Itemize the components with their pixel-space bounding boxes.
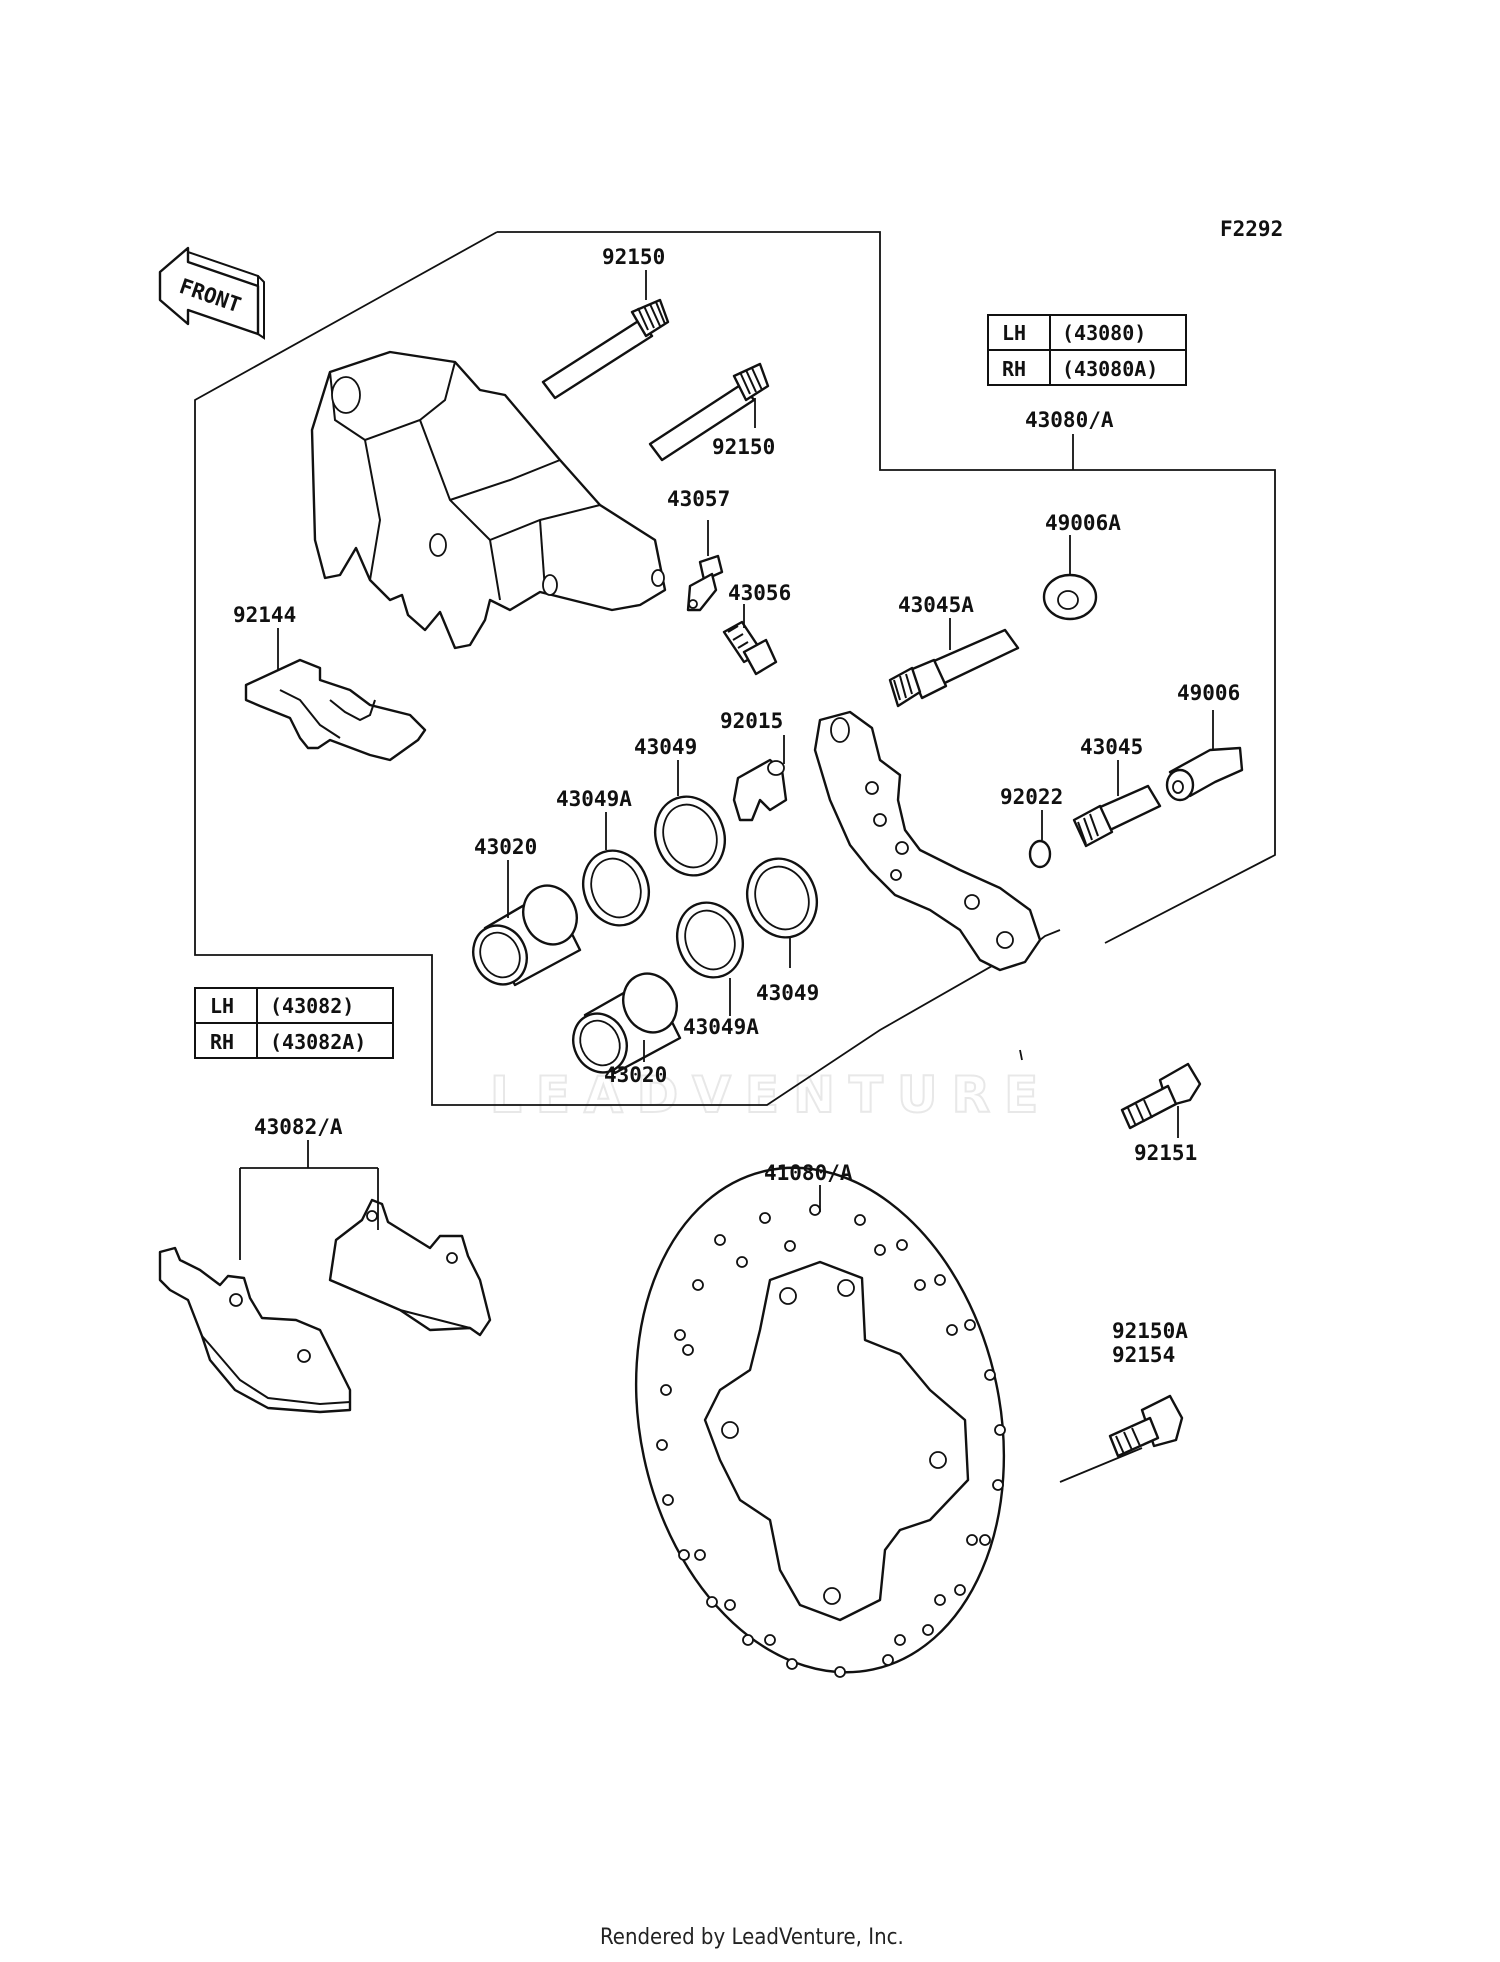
label-43049a-top: 43049A: [556, 787, 632, 811]
pads-side-table: LH (43082) RH (43082A): [194, 987, 394, 1059]
pads-table-lh-part: (43082): [270, 994, 354, 1018]
pads-table-lh-side: LH: [210, 994, 234, 1018]
pad-spring: [244, 658, 427, 762]
piston-43020-upper: [472, 884, 582, 987]
bolt-92151: [1120, 1062, 1202, 1130]
leader-lines: [239, 270, 1214, 1483]
label-43020-bot: 43020: [604, 1063, 667, 1087]
caliper-body: [310, 350, 667, 650]
washer-92022: [1028, 839, 1052, 869]
label-41080a: 41080/A: [764, 1161, 853, 1185]
seal-43049a-lower: [676, 901, 744, 979]
figure-code: F2292: [1220, 217, 1283, 241]
label-92154: 92154: [1112, 1343, 1175, 1367]
caliper-side-table: LH (43080) RH (43080A): [987, 314, 1187, 386]
label-43049-top: 43049: [634, 735, 697, 759]
label-92015: 92015: [720, 709, 783, 733]
boot-49006: [1165, 746, 1244, 802]
label-43056: 43056: [728, 581, 791, 605]
footer-credit: Rendered by LeadVenture, Inc.: [600, 1925, 904, 1950]
watermark: LEADVENTURE: [490, 1066, 1052, 1124]
pads-table-rh-part: (43082A): [270, 1030, 366, 1054]
label-92150a: 92150A: [1112, 1319, 1188, 1343]
seal-43049a-upper: [582, 849, 650, 927]
collar-92015: [732, 758, 788, 822]
label-92151: 92151: [1134, 1141, 1197, 1165]
bleeder-cap: [686, 554, 724, 612]
bleeder-valve: [722, 620, 778, 676]
label-43020-top: 43020: [474, 835, 537, 859]
caliper-table-rh-side: RH: [1002, 357, 1026, 381]
piston-43020-lower: [572, 972, 682, 1075]
boot-49006a: [1042, 573, 1098, 621]
brake-pad-front: [158, 1246, 352, 1414]
caliper-table-lh-side: LH: [1002, 321, 1026, 345]
label-92150-mid: 92150: [712, 435, 775, 459]
slide-pin-43045: [1072, 784, 1162, 848]
caliper-pin-upper: [541, 298, 670, 400]
caliper-assembly-outline: [1019, 1049, 1023, 1061]
label-43057: 43057: [667, 487, 730, 511]
caliper-table-rh-part: (43080A): [1062, 357, 1158, 381]
caliper-assembly-boundary: [194, 231, 1276, 1106]
label-43049-bot: 43049: [756, 981, 819, 1005]
label-43045: 43045: [1080, 735, 1143, 759]
front-arrow-icon: FRONT: [158, 246, 265, 340]
label-43082a: 43082/A: [254, 1115, 343, 1139]
caliper-bracket: [813, 710, 1042, 972]
brake-pad-rear: [328, 1198, 492, 1337]
seal-43049-lower: [746, 857, 818, 939]
label-43080a: 43080/A: [1025, 408, 1114, 432]
slide-pin-43045a: [888, 628, 1020, 708]
label-43049a-bot: 43049A: [683, 1015, 759, 1039]
caliper-pin-lower: [648, 362, 770, 462]
label-92150-top: 92150: [602, 245, 665, 269]
disc-vent-holes: [656, 1204, 1006, 1678]
caliper-table-lh-part: (43080): [1062, 321, 1146, 345]
seal-43049-upper: [654, 795, 726, 877]
label-49006: 49006: [1177, 681, 1240, 705]
bolt-92150a: [1108, 1394, 1184, 1458]
label-43045a: 43045A: [898, 593, 974, 617]
label-92022: 92022: [1000, 785, 1063, 809]
label-92144: 92144: [233, 603, 296, 627]
part-labels: 92150 92150 43080/A 43057 43056 49006A 4…: [233, 245, 1240, 1367]
brake-disc: [634, 1166, 1006, 1678]
pads-table-rh-side: RH: [210, 1030, 234, 1054]
label-49006a: 49006A: [1045, 511, 1121, 535]
